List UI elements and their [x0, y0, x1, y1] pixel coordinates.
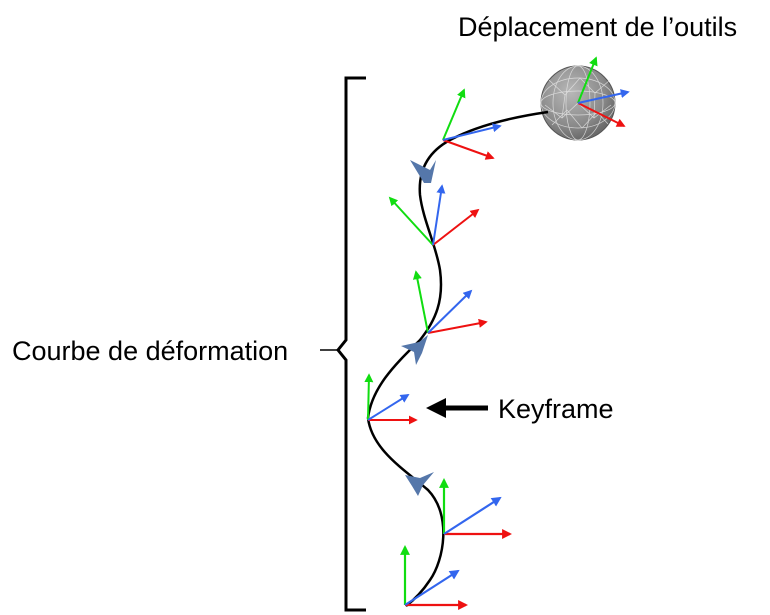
keyframe-pointer-arrow	[426, 398, 488, 418]
frame-axes-3	[412, 270, 488, 334]
keyframe-label: Keyframe	[498, 394, 614, 424]
frame-axes-5	[439, 478, 512, 539]
frame-axes-keyframe	[364, 373, 418, 425]
frame-axes-2	[388, 184, 480, 246]
deformation-curve-label: Courbe de déformation	[12, 336, 288, 366]
tool-motion-label: Déplacement de l’outils	[458, 12, 737, 42]
deformation-bracket	[336, 76, 366, 612]
frame-marker-icon	[410, 160, 436, 183]
frame-axes-6	[400, 545, 468, 610]
frame-axes-1	[442, 88, 502, 160]
frame-axes-tool	[577, 56, 630, 127]
frame-marker-icon	[401, 335, 428, 365]
frame-marker-icon	[405, 472, 434, 496]
deformation-curve	[366, 110, 549, 607]
